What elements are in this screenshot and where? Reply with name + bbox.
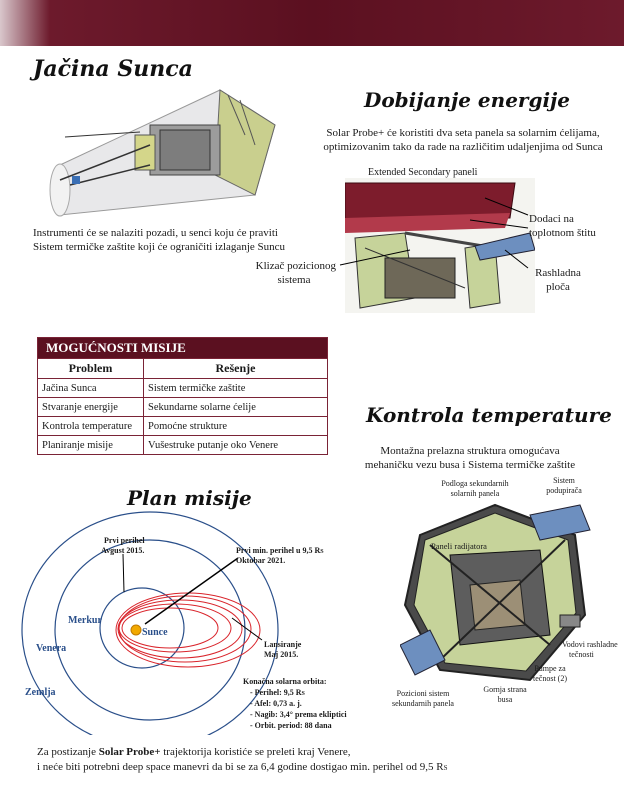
header-solution: Rešenje [143,358,328,379]
label-pumps-line2: tečnost (2) [533,674,567,683]
sun-caption-line2: Sistem termičke zaštite koji će ograniči… [33,241,286,253]
label-water-line2: tečnosti [569,650,594,659]
label-top-line2: busa [497,695,513,704]
first-min-perihelion-line2: Oktobar 2021. [236,556,286,565]
sun-caption-line1: Instrumenti će se nalaziti pozadi, u sen… [33,227,278,239]
secondary-panels-illustration [345,178,535,313]
energy-intro-line1: Solar Probe+ će koristiti dva seta panel… [326,127,600,139]
orbit-item-afel: - Afel: 0,73 a. j. [250,699,302,708]
label-support-line1: Sistem [553,476,575,485]
orbit-item-perihel: - Perihel: 9,5 RS [250,688,305,697]
first-perihelion-line1: Prvi perihel [104,536,145,545]
sun-title: Jačina Sunca [33,56,193,82]
label-position-line1: Pozicioni sistem [396,689,450,698]
label-substrate-line1: Podloga sekundarnih [441,479,509,488]
cell-problem: Jačina Sunca [37,378,144,398]
capabilities-table: MOGUĆNOSTI MISIJE Problem Rešenje Jačina… [37,337,328,455]
cell-solution: Sistem termičke zaštite [143,378,328,398]
zemlja-label: Zemlja [25,687,56,698]
energy-leader-lines [339,197,529,269]
label-shield-line2: toplotnom štitu [529,227,596,239]
orbit-item-nagib: - Nagib: 3,4° prema ekliptici [250,710,347,719]
table-row: Stvaranje energije Sekundarne solarne će… [37,397,328,417]
cell-problem: Kontrola temperature [37,416,144,436]
label-slider-line1: Klizač pozicionog [255,260,336,272]
label-top-line1: Gornja strana [483,685,527,694]
cell-solution: Pomoćne strukture [143,416,328,436]
header-problem: Problem [37,358,144,379]
cell-problem: Planiranje misije [37,435,144,455]
venera-label: Venera [36,643,67,654]
launch-line2: Maj 2015. [264,650,299,659]
thermal-structure-illustration [400,503,591,682]
label-cooling-line1: Rashladna [535,267,581,279]
label-slider-line2: sistema [277,274,311,286]
label-radiator: Paneli radijatora [431,541,487,551]
launch-line1: Lansiranje [264,640,302,649]
orbit-item-period: - Orbit. period: 88 dana [250,721,332,730]
temperature-intro-line1: Montažna prelazna struktura omogućava [380,445,560,457]
energy-intro-line2: optimizovanim tako da rade na različitim… [323,141,603,153]
label-pumps-line1: Pumpe za [534,664,566,673]
temperature-intro-line2: mehaničku vezu busa i Sistema termičke z… [364,459,576,471]
table-row: Jačina Sunca Sistem termičke zaštite [37,378,328,398]
label-position-line2: sekundarnih panela [392,699,454,708]
first-perihelion-line2: Avgust 2015. [101,546,145,555]
label-cooling-line2: ploča [546,281,570,293]
capabilities-title: MOGUĆNOSTI MISIJE [37,337,328,359]
header-bar [0,0,624,46]
label-shield-line1: Dodaci na [529,213,574,225]
cell-solution: Vušestruke putanje oko Venere [143,435,328,455]
energy-title: Dobijanje energije [364,88,570,112]
label-support-line2: podupirača [546,486,582,495]
heat-shield-illustration [49,89,276,217]
merkur-label: Merkur [68,615,102,626]
table-row: Kontrola temperature Pomoćne strukture [37,416,328,436]
footer-line1: Za postizanje Solar Probe+ trajektorija … [37,746,351,758]
table-row: Planiranje misije Vušestruke putanje oko… [37,435,328,455]
mission-orbits-diagram [21,511,279,735]
orbit-title: Konačna solarna orbita: [243,677,327,686]
cell-solution: Sekundarne solarne ćelije [143,397,328,417]
temperature-title: Kontrola temperature [366,403,612,427]
mission-title: Plan misije [127,486,252,510]
label-water-line1: Vodovi rashladne [562,640,618,649]
label-substrate-line2: solarnih panela [450,489,500,498]
energy-panel-label: Extended Secondary paneli [368,167,478,178]
footer-line2: i neće biti potrebni deep space manevri … [37,761,448,773]
sunce-label: Sunce [142,627,168,638]
first-min-perihelion-line1: Prvi min. perihel u 9,5 RS [236,546,324,555]
cell-problem: Stvaranje energije [37,397,144,417]
